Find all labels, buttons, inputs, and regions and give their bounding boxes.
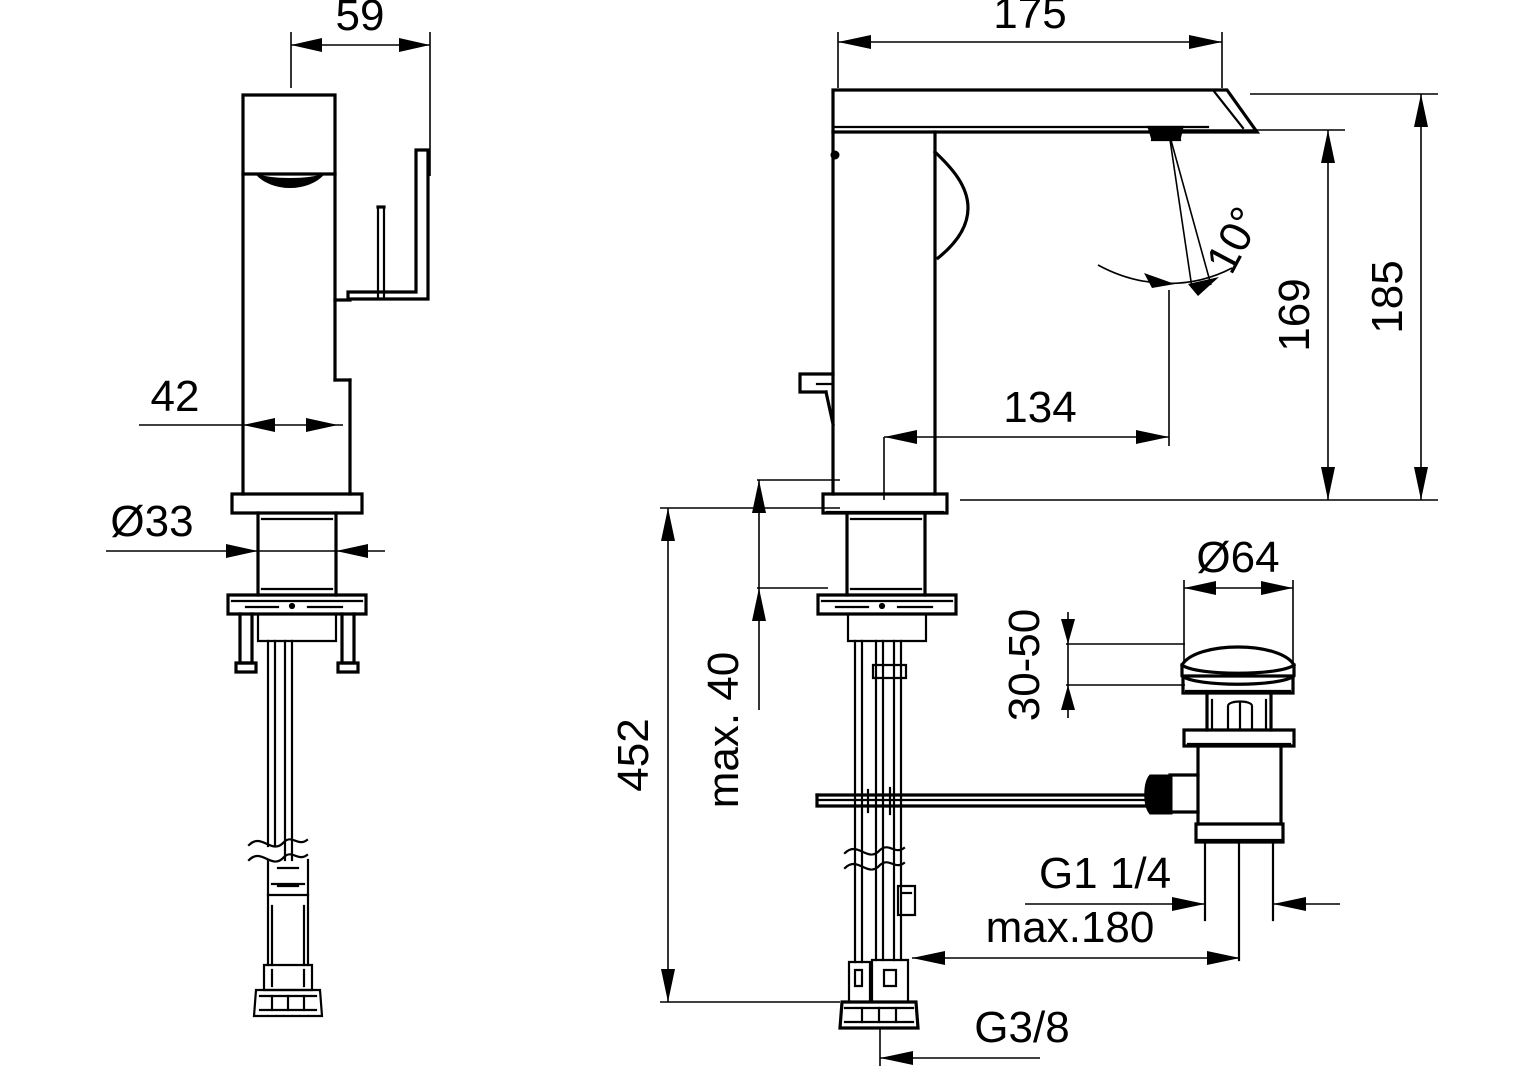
dimension-169-label: 169 (1270, 278, 1319, 351)
front-view-lever (798, 372, 835, 426)
dimension-452-label: 452 (609, 718, 658, 791)
dimension-g1-1-4-label: G1 1/4 (1039, 849, 1171, 898)
dimension-452: 452 (609, 507, 840, 1003)
side-view-group: 59 42 Ø33 (106, 0, 431, 1018)
dimension-dia-64: Ø64 (1183, 533, 1294, 662)
waste-drain-assembly (1144, 645, 1297, 962)
dimension-30-50-label: 30-50 (1000, 609, 1049, 722)
side-view-deck-flange (230, 492, 364, 515)
dimension-175-label: 175 (993, 0, 1066, 38)
dimension-max-40-label: max. 40 (699, 652, 748, 809)
dimension-max-180: max.180 (912, 903, 1240, 965)
dimension-max-180-label: max.180 (986, 903, 1155, 952)
side-view-body (241, 172, 352, 496)
dimension-42: 42 (139, 372, 343, 432)
front-view-fixing-plate (816, 593, 958, 643)
front-view-spout-arm (831, 88, 1261, 142)
dimension-185-label: 185 (1363, 260, 1412, 333)
dimension-dia-33: Ø33 (106, 497, 385, 558)
dimension-g3-8-label: G3/8 (974, 1003, 1069, 1052)
front-view-shank (845, 511, 927, 597)
dimension-30-50: 30-50 (1000, 609, 1185, 722)
dimension-dia-64-label: Ø64 (1196, 533, 1279, 582)
dimension-10-deg: 10° (1097, 132, 1272, 296)
dimension-134-label: 134 (1003, 383, 1076, 432)
dimension-59-label: 59 (336, 0, 385, 40)
dimension-185: 185 (1250, 93, 1438, 501)
dimension-g1-1-4: G1 1/4 (1025, 849, 1340, 911)
dimension-42-label: 42 (151, 372, 200, 421)
side-view-fixing-plate (226, 593, 368, 674)
front-view-supply-and-rod (815, 639, 1162, 1030)
dimension-134: 134 (883, 290, 1170, 500)
dimension-175: 175 (837, 0, 1223, 88)
dimension-max-40: max. 40 (699, 479, 840, 809)
side-view-spout-cap (241, 93, 337, 188)
side-view-supply-hoses (247, 639, 324, 1018)
side-view-shank (256, 511, 338, 597)
dimension-g3-8: G3/8 (879, 1003, 1070, 1066)
dimension-10-deg-label: 10° (1197, 199, 1272, 281)
dimension-59: 59 (290, 0, 431, 176)
side-view-lever (346, 148, 430, 301)
front-view-body (830, 130, 970, 496)
dimension-169: 169 (960, 129, 1345, 501)
front-view-deck-flange (821, 492, 949, 515)
front-view-group: 175 10° 169 185 (609, 0, 1438, 1066)
dimension-dia-33-label: Ø33 (110, 497, 193, 546)
